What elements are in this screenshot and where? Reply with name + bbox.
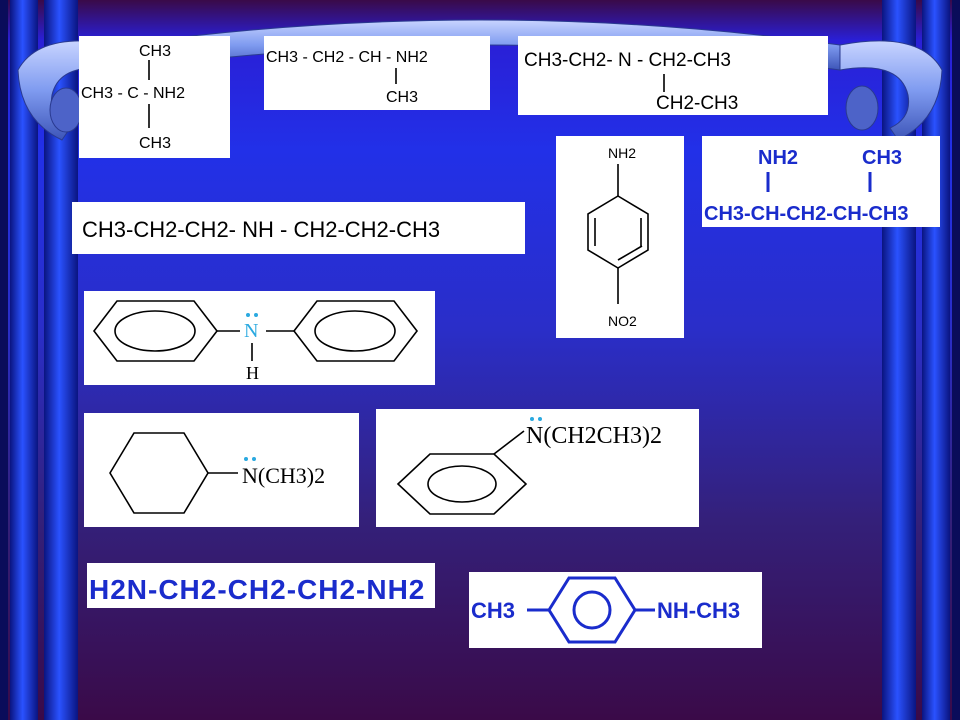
structure-methylpentanamine: NH2 CH3 CH3-CH-CH2-CH-CH3: [702, 136, 940, 227]
s3-branch: CH2-CH3: [656, 93, 738, 114]
s3-main: CH3-CH2- N - CH2-CH3: [524, 50, 731, 71]
structure-diphenylamine: N H: [84, 291, 435, 385]
s7-h: H: [246, 363, 259, 383]
s2-main: CH3 - CH2 - CH - NH2: [266, 49, 428, 66]
s11-right: NH-CH3: [657, 598, 740, 623]
structure-tert-butylamine: CH3 CH3 - C - NH2 CH3: [79, 36, 230, 158]
s10-main: H2N-CH2-CH2-CH2-NH2: [89, 574, 425, 605]
s1-top: CH3: [139, 43, 171, 60]
structure-propanediamine: H2N-CH2-CH2-CH2-NH2: [87, 563, 435, 608]
s11-left: CH3: [471, 598, 515, 623]
s4-top: NH2: [608, 145, 636, 161]
structure-triethylamine: CH3-CH2- N - CH2-CH3 CH2-CH3: [518, 36, 828, 115]
structure-dimethylcyclohexylamine: N(CH3)2: [84, 413, 359, 527]
structure-diethylaniline: N(CH2CH3)2: [376, 409, 699, 527]
s1-middle: CH3 - C - NH2: [81, 85, 185, 102]
structure-p-nitroaniline: NH2 NO2: [556, 136, 684, 338]
s5-main: CH3-CH-CH2-CH-CH3: [704, 203, 908, 225]
s2-branch: CH3: [386, 89, 418, 106]
structure-sec-butylamine: CH3 - CH2 - CH - NH2 CH3: [264, 36, 490, 110]
s8-group: N(CH3)2: [242, 463, 325, 488]
s4-bottom: NO2: [608, 313, 637, 329]
s9-group: N(CH2CH3)2: [526, 423, 662, 449]
s6-main: CH3-CH2-CH2- NH - CH2-CH2-CH3: [82, 217, 440, 242]
structure-methyl-toluidine: CH3 NH-CH3: [469, 572, 762, 648]
s1-bottom: CH3: [139, 135, 171, 152]
s5-top-left: NH2: [758, 147, 798, 169]
structure-dipropylamine: CH3-CH2-CH2- NH - CH2-CH2-CH3: [72, 202, 525, 254]
s5-top-right: CH3: [862, 147, 902, 169]
s7-n: N: [244, 320, 258, 342]
